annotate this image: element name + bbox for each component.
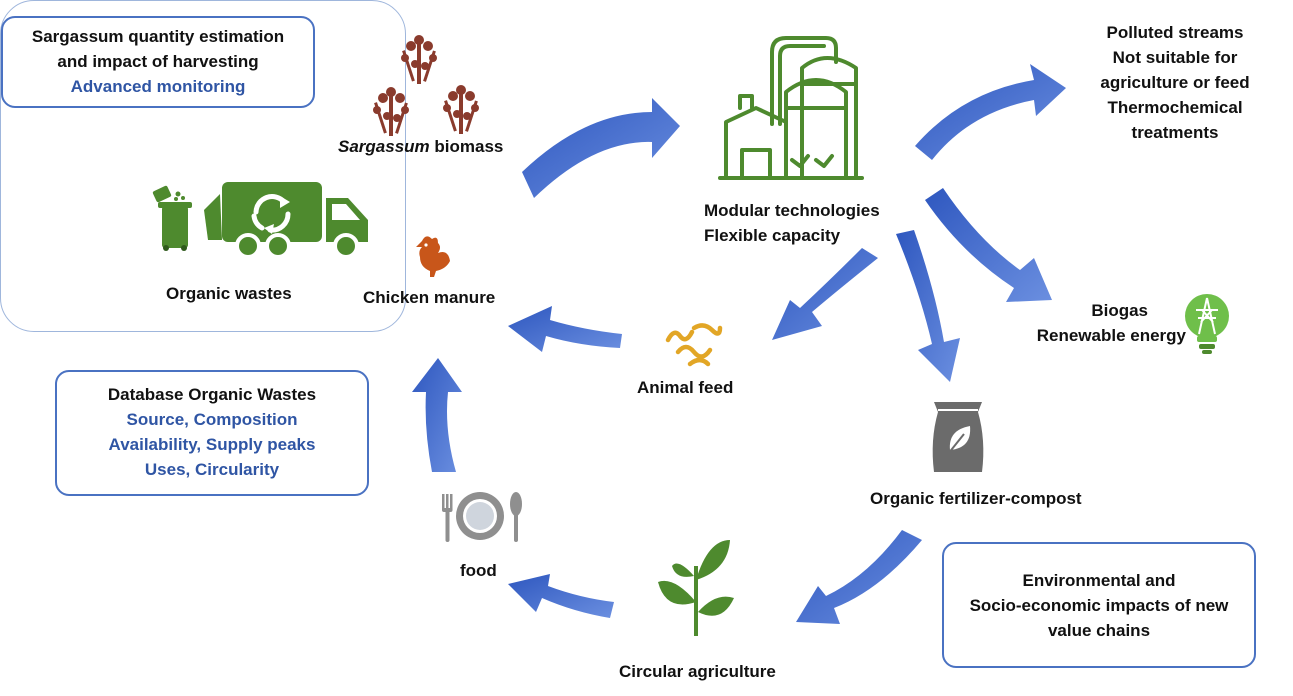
arrow-plant-to-fertilizer	[896, 230, 960, 382]
organic-wastes-label: Organic wastes	[166, 284, 292, 303]
animal-feed-label: Animal feed	[637, 378, 734, 397]
impacts-box: Environmental and Socio-economic impacts…	[942, 542, 1256, 668]
plant-line-1: Modular technologies	[704, 201, 880, 220]
impacts-line-3: value chains	[1047, 621, 1151, 640]
arrow-waste-to-plant	[522, 98, 680, 198]
impacts-line-1: Environmental and	[1022, 571, 1176, 590]
biogas-line-2: Renewable energy	[1036, 326, 1186, 345]
database-box: Database Organic Wastes Source, Composit…	[55, 370, 369, 496]
polluted-streams-label: Polluted streams Not suitable for agricu…	[1060, 20, 1290, 145]
polluted-line-1: Polluted streams	[1106, 23, 1244, 42]
biogas-line-1: Biogas	[1091, 301, 1148, 320]
food-label: food	[460, 561, 497, 580]
database-line-2: Source, Composition	[126, 410, 298, 429]
polluted-line-5: treatments	[1131, 123, 1219, 142]
seedling-icon	[658, 540, 734, 636]
polluted-line-4: Thermochemical	[1107, 98, 1243, 117]
worms-icon	[665, 323, 723, 367]
polluted-line-2: Not suitable for	[1112, 48, 1238, 67]
sargassum-italic: Sargassum	[338, 137, 430, 156]
arrow-plant-to-polluted	[915, 64, 1066, 160]
polluted-line-3: agriculture or feed	[1100, 73, 1250, 92]
arrow-fertilizer-to-agriculture	[796, 530, 922, 624]
chicken-manure-label: Chicken manure	[363, 288, 496, 307]
database-line-3: Availability, Supply peaks	[108, 435, 316, 454]
biomass-word: biomass	[429, 137, 504, 156]
garbage-truck-icon	[204, 182, 368, 259]
impacts-line-2: Socio-economic impacts of new	[969, 596, 1229, 615]
arrow-plant-to-biogas	[925, 188, 1052, 302]
plant-line-2: Flexible capacity	[704, 226, 841, 245]
recycling-bin-icon	[152, 185, 192, 251]
arrow-plant-to-animal-feed	[772, 248, 878, 340]
arrow-agriculture-to-food	[508, 574, 614, 618]
database-line-4: Uses, Circularity	[144, 460, 280, 479]
sargassum-biomass-label: Sargassum biomass	[338, 134, 503, 159]
seaweed-icon	[373, 35, 479, 136]
arrow-animal-feed-to-waste	[508, 306, 622, 352]
lightbulb-tower-icon	[1185, 294, 1229, 354]
arrow-food-to-waste	[412, 358, 462, 472]
circular-agriculture-label: Circular agriculture	[619, 662, 776, 681]
organic-fertilizer-label: Organic fertilizer-compost	[870, 489, 1082, 508]
database-line-1: Database Organic Wastes	[107, 385, 317, 404]
fertilizer-bag-icon	[932, 402, 984, 472]
callout-line-2: and impact of harvesting	[57, 52, 259, 71]
callout-line-1: Sargassum quantity estimation	[31, 27, 285, 46]
callout-line-3: Advanced monitoring	[70, 77, 246, 96]
biogas-plant-icon	[718, 36, 864, 180]
biogas-label: Biogas Renewable energy	[1016, 298, 1186, 348]
plate-cutlery-icon	[442, 492, 522, 542]
rooster-icon	[416, 236, 450, 277]
modular-technologies-label: Modular technologies Flexible capacity	[704, 198, 880, 248]
sargassum-monitoring-callout: Sargassum quantity estimation and impact…	[1, 16, 315, 108]
